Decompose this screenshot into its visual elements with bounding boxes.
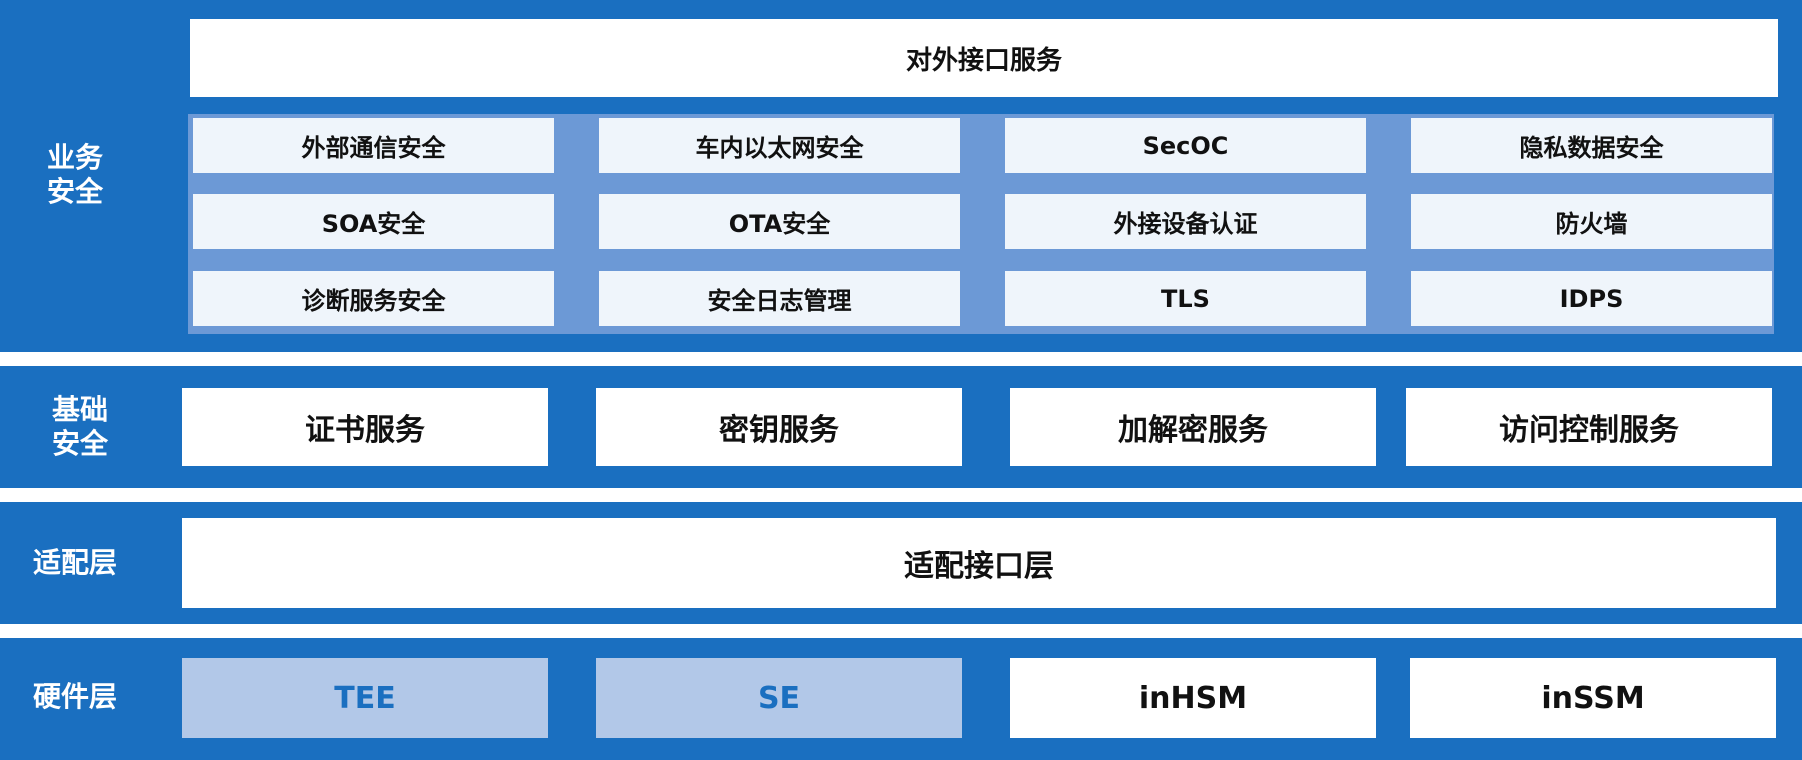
adapter-layer-band: 适配层 适配接口层 <box>0 502 1802 624</box>
grid-cell-secoc: SecOC <box>1005 118 1366 173</box>
inhsm-box: inHSM <box>1010 658 1376 738</box>
foundation-security-label: 基础 安全 <box>51 393 108 460</box>
grid-cell-firewall: 防火墙 <box>1411 194 1772 249</box>
hardware-layer-label: 硬件层 <box>32 680 117 713</box>
certificate-service-box: 证书服务 <box>182 388 548 466</box>
business-security-grid: 外部通信安全 车内以太网安全 SecOC 隐私数据安全 SOA安全 OTA安全 … <box>188 114 1774 334</box>
grid-cell-security-log-management: 安全日志管理 <box>599 271 960 326</box>
business-security-band: 业务 安全 对外接口服务 外部通信安全 车内以太网安全 SecOC 隐私数据安全… <box>0 0 1802 352</box>
se-box: SE <box>596 658 962 738</box>
grid-cell-privacy-data-security: 隐私数据安全 <box>1411 118 1772 173</box>
grid-cell-idps: IDPS <box>1411 271 1772 326</box>
access-control-service-box: 访问控制服务 <box>1406 388 1772 466</box>
grid-cell-tls: TLS <box>1005 271 1366 326</box>
tee-box: TEE <box>182 658 548 738</box>
business-security-label: 业务 安全 <box>46 141 103 208</box>
inssm-box: inSSM <box>1410 658 1776 738</box>
hardware-layer-band: 硬件层 TEE SE inHSM inSSM <box>0 638 1802 760</box>
grid-cell-ota-security: OTA安全 <box>599 194 960 249</box>
encryption-decryption-service-box: 加解密服务 <box>1010 388 1376 466</box>
grid-cell-soa-security: SOA安全 <box>193 194 554 249</box>
external-interface-service-box: 对外接口服务 <box>190 19 1778 97</box>
grid-cell-external-comm-security: 外部通信安全 <box>193 118 554 173</box>
grid-cell-diagnostic-service-security: 诊断服务安全 <box>193 271 554 326</box>
grid-cell-external-device-auth: 外接设备认证 <box>1005 194 1366 249</box>
adapter-layer-label: 适配层 <box>32 546 117 579</box>
adapter-interface-layer-box: 适配接口层 <box>182 518 1776 608</box>
grid-cell-in-vehicle-ethernet-security: 车内以太网安全 <box>599 118 960 173</box>
key-service-box: 密钥服务 <box>596 388 962 466</box>
foundation-security-band: 基础 安全 证书服务 密钥服务 加解密服务 访问控制服务 <box>0 366 1802 488</box>
